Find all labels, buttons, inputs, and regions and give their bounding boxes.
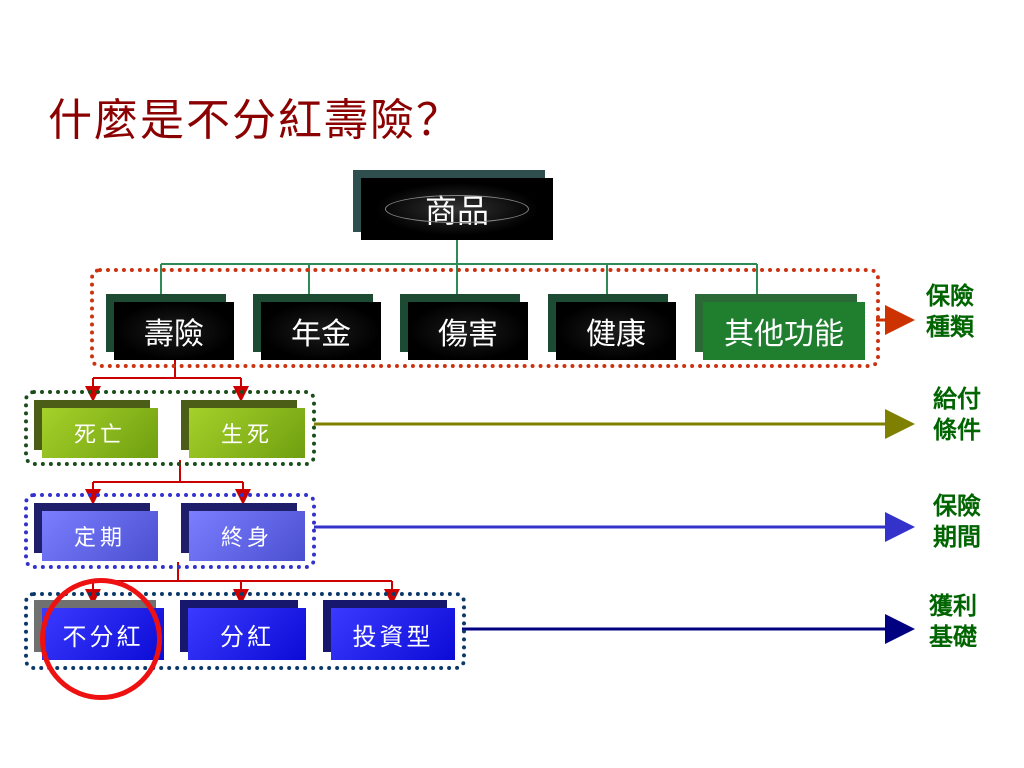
condition-label: 生死 (220, 423, 273, 448)
slide-title: 什麼是不分紅壽險？ (48, 95, 462, 146)
condition-label: 死亡 (73, 423, 126, 448)
term-group (24, 493, 316, 569)
life-connector (85, 360, 249, 402)
category-accident[interactable]: 傷害 (400, 294, 528, 360)
label-payment-condition: 給付條件 (933, 384, 981, 444)
period-whole-life[interactable]: 終身 (181, 503, 305, 561)
profit-investment-linked[interactable]: 投資型 (323, 600, 455, 660)
profit-label: 投資型 (352, 622, 434, 651)
category-other[interactable]: 其他功能 (695, 294, 865, 360)
condition-life-death[interactable]: 生死 (181, 400, 305, 458)
condition-death[interactable]: 死亡 (34, 400, 158, 458)
category-label: 其他功能 (724, 317, 844, 352)
highlight-circle (40, 578, 162, 700)
category-label: 傷害 (438, 317, 498, 352)
category-label: 壽險 (144, 317, 204, 352)
period-term[interactable]: 定期 (34, 503, 158, 561)
product-label: 商品 (424, 192, 489, 230)
category-annuity[interactable]: 年金 (253, 294, 381, 360)
profit-group (24, 592, 466, 670)
category-life[interactable]: 壽險 (106, 294, 234, 360)
category-label: 年金 (291, 317, 351, 352)
type-group (90, 268, 880, 368)
label-insurance-type: 保險種類 (926, 281, 974, 341)
category-health[interactable]: 健康 (548, 294, 676, 360)
product-box[interactable]: 商品 (353, 170, 553, 240)
period-label: 終身 (220, 526, 273, 551)
category-label: 健康 (586, 317, 646, 352)
life-death-connector (85, 460, 251, 505)
label-insurance-period: 保險期間 (933, 491, 981, 551)
profit-label: 分紅 (220, 622, 274, 651)
payment-group (24, 390, 316, 466)
profit-participating[interactable]: 分紅 (180, 600, 306, 660)
period-label: 定期 (73, 526, 126, 551)
label-profit-basis: 獲利基礎 (929, 591, 977, 651)
